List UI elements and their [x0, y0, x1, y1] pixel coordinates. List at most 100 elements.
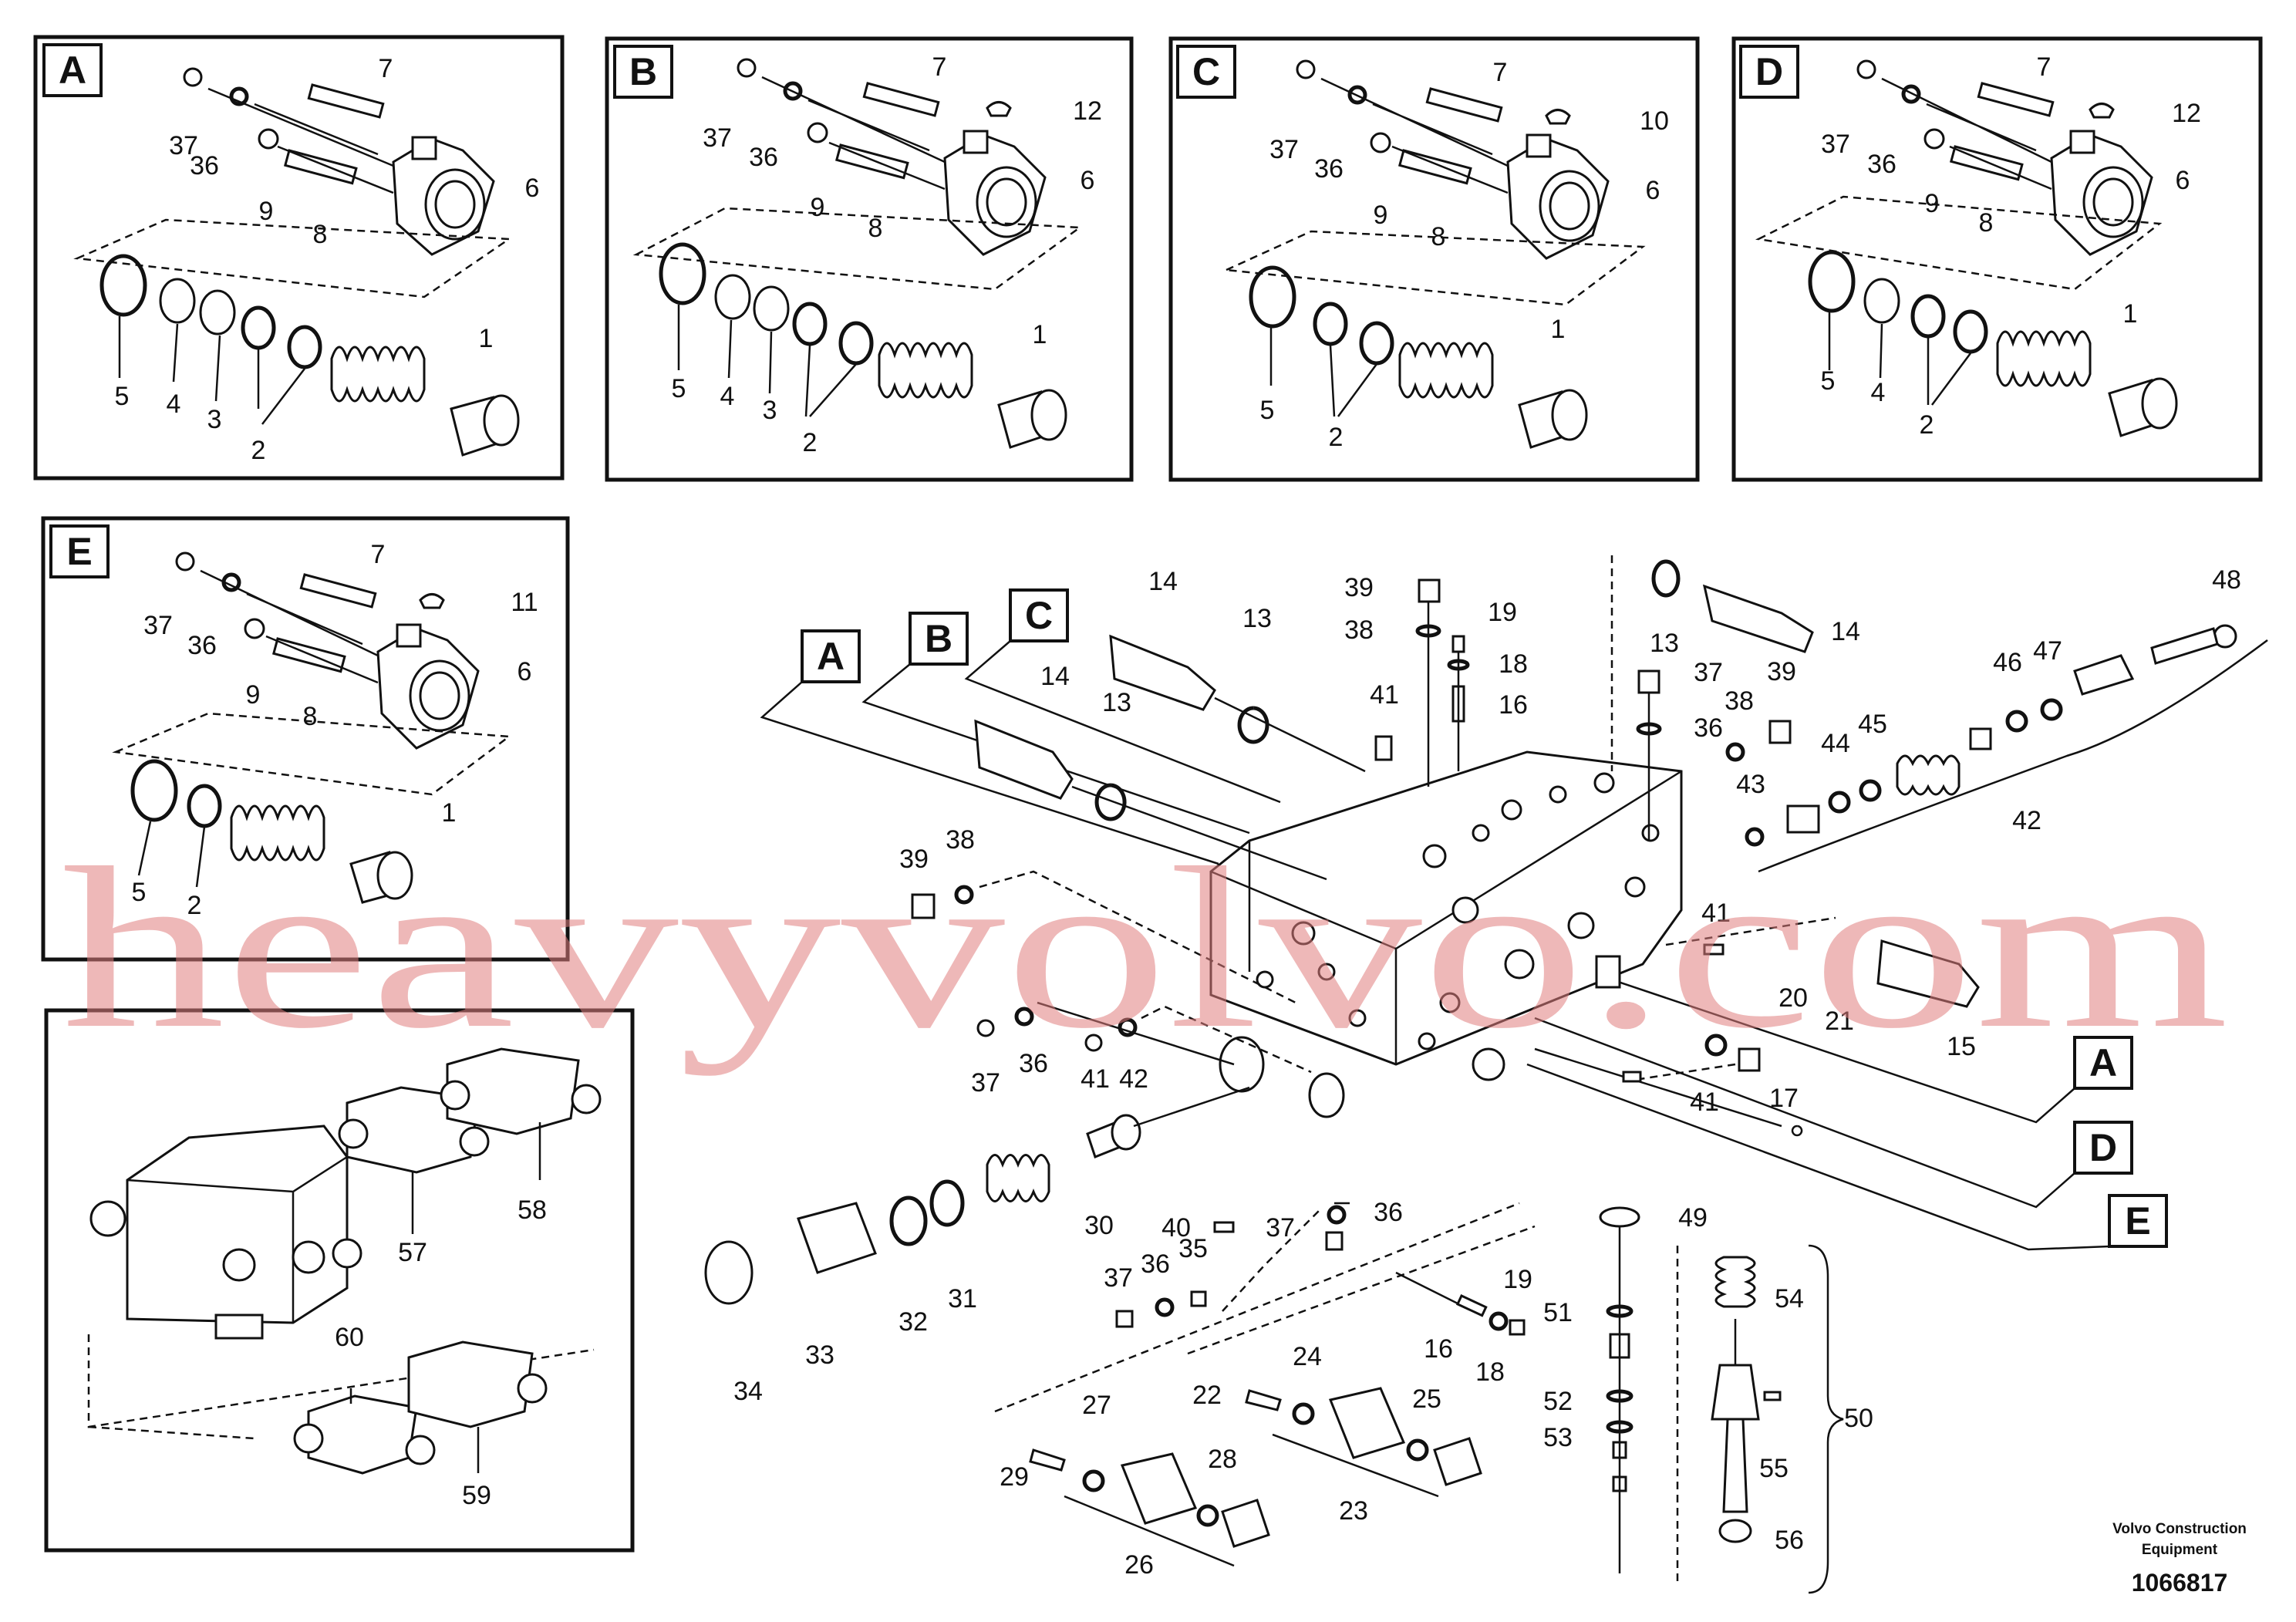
main-label-50: 50	[1844, 1404, 1873, 1433]
main-label-13-right: 13	[1650, 629, 1679, 658]
frame-e-label-7: 7	[371, 540, 386, 569]
main-label-14-right: 14	[1831, 617, 1860, 646]
brand-line-1: Volvo Construction	[2112, 1521, 2247, 1537]
main-label-18-top: 18	[1499, 649, 1528, 679]
frame-d-tag	[1739, 45, 1799, 99]
main-callout-a-top: C	[964, 588, 1281, 804]
main-label-13-mid: 13	[1242, 604, 1272, 633]
overview-label-57: 57	[398, 1238, 427, 1267]
main-label-56: 56	[1775, 1526, 1804, 1555]
frame-a-label-3: 3	[207, 405, 222, 434]
frame-e-border	[41, 516, 570, 962]
main-label-39-right: 39	[1767, 657, 1796, 686]
main-label-48: 48	[2212, 565, 2241, 595]
main-vertical-stack	[1599, 1206, 1844, 1594]
frame-a-tag	[42, 43, 103, 97]
main-label-30: 30	[1084, 1211, 1114, 1240]
overview-label-58: 58	[518, 1195, 547, 1225]
main-label-32: 32	[899, 1307, 928, 1337]
main-callout-a-right: A	[1542, 955, 2133, 1124]
main-label-14-mid: 14	[1148, 567, 1178, 596]
main-label-22: 22	[1192, 1381, 1222, 1410]
frame-e-tag	[49, 524, 110, 578]
frame-a-label-36: 36	[190, 151, 219, 180]
frame-c-label-36: 36	[1314, 154, 1344, 184]
frame-e-label-6: 6	[518, 657, 532, 686]
main-label-47: 47	[2033, 636, 2062, 666]
main-label-39-left: 39	[899, 845, 929, 874]
main-assembly: A B C A D E	[704, 555, 2268, 1594]
main-label-46: 46	[1993, 648, 2022, 677]
brand-line-2: Equipment	[2142, 1542, 2218, 1558]
frame-e-label-2: 2	[187, 891, 202, 920]
overview-border	[44, 1008, 635, 1553]
main-label-19-lower: 19	[1503, 1265, 1532, 1294]
frame-c-border	[1168, 36, 1700, 482]
frame-b-border	[605, 36, 1134, 482]
main-label-54: 54	[1775, 1284, 1804, 1313]
main-label-49: 49	[1678, 1203, 1708, 1233]
main-relief-cartridge	[1745, 624, 2268, 873]
frame-d-label-5: 5	[1821, 366, 1836, 396]
main-label-36-center: 36	[1374, 1198, 1403, 1227]
main-label-27: 27	[1082, 1391, 1111, 1420]
frame-d-spring-stack	[1808, 250, 2178, 437]
frame-b-label-6: 6	[1081, 166, 1095, 195]
main-label-42-right: 42	[2012, 806, 2041, 835]
main-label-42-left: 42	[1119, 1064, 1148, 1094]
main-label-19-top: 19	[1488, 598, 1517, 627]
main-label-40: 40	[1161, 1213, 1191, 1243]
main-label-51: 51	[1543, 1298, 1573, 1327]
main-label-31: 31	[948, 1284, 977, 1313]
main-label-39-top: 39	[1344, 573, 1374, 602]
overview-frame: 58 57 60 59	[44, 1008, 635, 1553]
frame-e-letter: E	[66, 530, 92, 573]
frame-d-valve-cover	[1856, 59, 2153, 256]
main-callout-e: E	[1526, 1063, 2168, 1251]
frame-a-label-5: 5	[115, 382, 130, 411]
main-solenoid-26	[1029, 1448, 1270, 1567]
main-right-top-fittings	[1610, 555, 1814, 841]
main-label-52: 52	[1543, 1387, 1573, 1416]
frame-a-label-6: 6	[525, 174, 540, 203]
main-label-41-top: 41	[1370, 680, 1399, 710]
frame-e: E 37 36 7 11 9 8 6 5 2	[41, 516, 570, 962]
frame-c-label-37: 37	[1269, 135, 1299, 164]
main-left-fittings	[911, 870, 1312, 1074]
main-label-37-right: 37	[1694, 658, 1723, 687]
drawing-number: 1066817	[2132, 1569, 2228, 1597]
frame-c-label-1: 1	[1551, 315, 1566, 344]
frame-a: A 37 36 7 9 8	[33, 35, 565, 481]
frame-e-label-1: 1	[442, 798, 457, 828]
frame-d-label-37: 37	[1821, 130, 1850, 159]
frame-d-label-36: 36	[1867, 150, 1896, 179]
frame-c: C 37 36 7 10 9 8 6	[1168, 36, 1700, 482]
overview-main-block	[89, 1125, 362, 1340]
main-label-36-right: 36	[1694, 713, 1723, 743]
main-label-20: 20	[1778, 983, 1808, 1013]
main-label-53: 53	[1543, 1423, 1573, 1452]
main-plug-14-mid	[1109, 634, 1366, 773]
frame-d-label-1: 1	[2123, 299, 2138, 329]
main-label-16-top: 16	[1499, 690, 1528, 720]
frame-d-border	[1731, 36, 2263, 482]
overview-valve-58	[440, 1047, 602, 1135]
main-label-37-left: 37	[971, 1068, 1000, 1098]
frame-c-label-10: 10	[1640, 106, 1669, 136]
frame-c-label-9: 9	[1374, 201, 1388, 230]
frame-d-label-4: 4	[1871, 378, 1886, 407]
main-label-34: 34	[733, 1377, 763, 1406]
main-plug-14-left	[974, 719, 1327, 881]
overview-label-59: 59	[462, 1481, 491, 1510]
main-label-33: 33	[805, 1340, 834, 1370]
footer: Volvo Construction Equipment 1066817	[2112, 1521, 2247, 1597]
frame-b-spring-stack	[659, 242, 1067, 449]
frame-b: B 37 36 7 12 9	[605, 36, 1134, 482]
frame-a-border	[33, 35, 565, 481]
frame-d-label-2: 2	[1920, 410, 1934, 440]
frame-b-label-12: 12	[1073, 96, 1102, 126]
frame-e-label-9: 9	[246, 680, 261, 710]
frame-d: D 37 36 7 12 9 8	[1731, 36, 2263, 482]
main-label-41-left: 41	[1081, 1064, 1110, 1094]
main-label-21: 21	[1825, 1007, 1854, 1036]
